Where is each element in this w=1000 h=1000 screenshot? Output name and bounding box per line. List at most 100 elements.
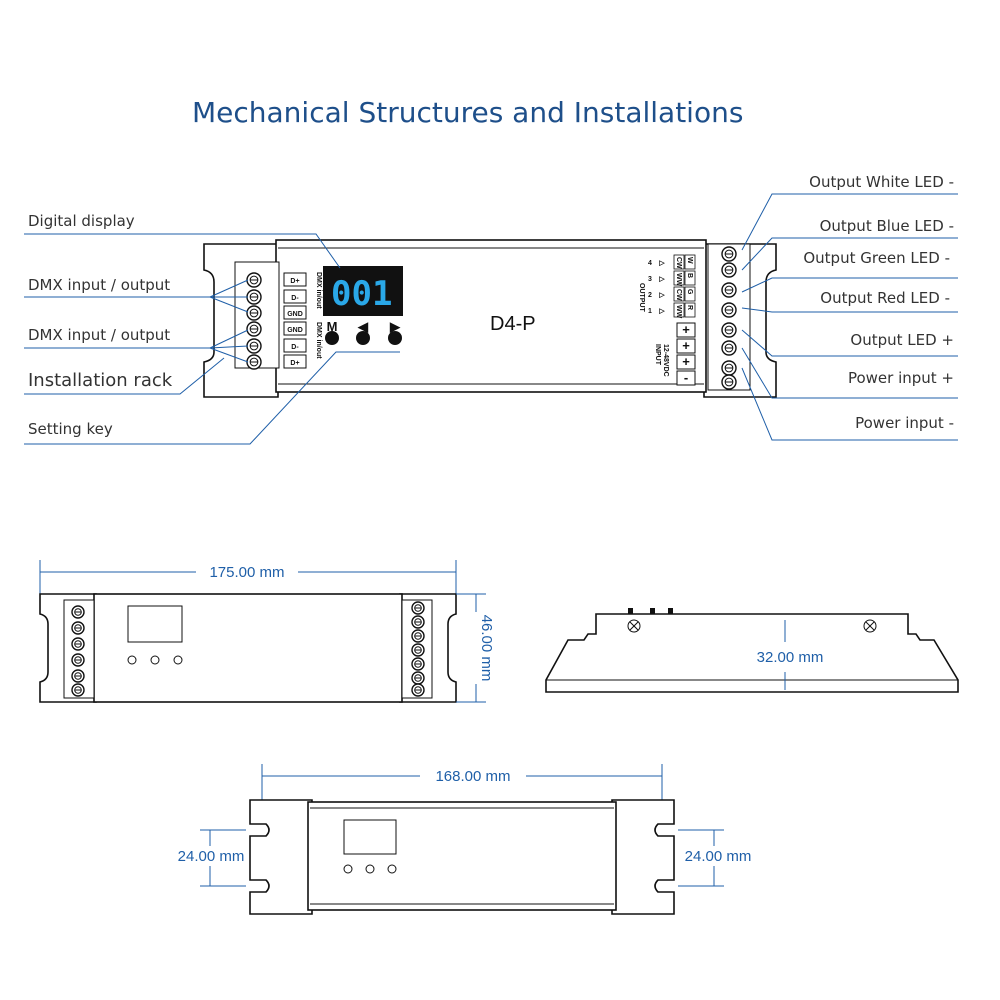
- channel-code-text: B: [686, 273, 693, 278]
- left-terminal-block: D+ D- GND GND D- D+ DMX in/out DMX in/out: [234, 261, 322, 370]
- setting-key-button[interactable]: [356, 331, 370, 345]
- terminal-screw: [71, 605, 85, 619]
- terminal-screw: [721, 282, 737, 298]
- terminal-screw: [721, 340, 737, 356]
- led-symbol-icon: ▷: [658, 308, 665, 315]
- channel-code-text: CW: [675, 257, 682, 269]
- terminal-label: D-: [283, 338, 307, 353]
- display-window: [127, 605, 183, 643]
- channel-code: W: [684, 254, 696, 270]
- right-terminal-block: [707, 243, 751, 391]
- terminal-screw: [71, 653, 85, 667]
- terminal-label: D+: [283, 354, 307, 369]
- terminal-text: GND: [287, 327, 303, 334]
- terminal-text: D-: [291, 295, 299, 302]
- led-symbol-icon: ▷: [658, 276, 665, 283]
- mounting-view: 168.00 mm 24.00 mm 24.00 mm: [178, 764, 752, 915]
- channel-code: WW: [673, 270, 685, 287]
- terminal-label: +: [676, 354, 696, 370]
- terminal-screw: [246, 338, 262, 354]
- terminal-label: +: [676, 322, 696, 338]
- terminal-text: GND: [287, 311, 303, 318]
- terminal-screw: [246, 321, 262, 337]
- input-voltage-label: 12-48VDC: [662, 344, 669, 377]
- terminal-text: +: [682, 322, 690, 337]
- terminal-screw: [246, 272, 262, 288]
- controller-top-view: D+ D- GND GND D- D+ DMX in/out DMX in/out 001…: [203, 239, 777, 398]
- digital-display: [323, 266, 403, 316]
- terminal-screw: [721, 322, 737, 338]
- terminal-screw: [246, 305, 262, 321]
- channel-code: CW: [673, 286, 685, 302]
- terminal-label: +: [676, 338, 696, 354]
- dim-width: 46.00 mm: [478, 615, 495, 682]
- dim-height: 32.00 mm: [757, 649, 824, 666]
- terminal-screw: [411, 615, 425, 629]
- left-callouts: Digital display DMX input / output DMX i…: [24, 212, 400, 445]
- page-title: Mechanical Structures and Installations: [192, 96, 743, 129]
- callout-white: Output White LED -: [809, 173, 954, 191]
- terminal-label: GND: [283, 321, 307, 336]
- terminal-screw: [411, 683, 425, 697]
- right-callouts: Output White LED - Output Blue LED - Out…: [741, 173, 958, 441]
- channel-code-text: CW: [675, 289, 682, 301]
- terminal-text: D+: [290, 278, 299, 285]
- callout-blue: Output Blue LED -: [820, 217, 954, 235]
- terminal-text: +: [682, 354, 690, 369]
- terminal-label: D+: [283, 272, 307, 287]
- model-label: D4-P: [490, 313, 536, 335]
- dmx-label-2: DMX in/out: [315, 322, 322, 359]
- terminal-screw: [71, 621, 85, 635]
- channel-code-text: G: [686, 289, 693, 295]
- terminal-text: -: [684, 370, 688, 385]
- button-label: M: [327, 319, 338, 334]
- terminal-screw: [71, 669, 85, 683]
- callout-power-plus: Power input +: [848, 369, 954, 387]
- side-profile-view: 32.00 mm: [545, 608, 959, 693]
- terminal-label: GND: [283, 305, 307, 320]
- output-label: OUTPUT: [638, 283, 645, 313]
- terminal-label: -: [676, 370, 696, 386]
- display-value: 001: [331, 274, 392, 314]
- channel-number: 1: [648, 308, 652, 315]
- setting-key-button[interactable]: [325, 331, 339, 345]
- terminal-screw: [721, 360, 737, 376]
- channel-code: WW: [673, 302, 685, 319]
- terminal-screw: [246, 289, 262, 305]
- callout-digital-display: Digital display: [28, 212, 135, 230]
- terminal-screw: [721, 302, 737, 318]
- callout-green: Output Green LED -: [803, 249, 950, 267]
- led-symbol-icon: ▷: [658, 260, 665, 267]
- dmx-label-1: DMX in/out: [315, 272, 322, 309]
- terminal-text: +: [682, 338, 690, 353]
- channel-code-text: WW: [675, 305, 682, 319]
- terminal-screw: [411, 657, 425, 671]
- terminal-text: D-: [291, 344, 299, 351]
- channel-number: 4: [648, 260, 652, 267]
- terminal-screw: [721, 374, 737, 390]
- setting-key-button[interactable]: [388, 331, 402, 345]
- terminal-screw: [411, 671, 425, 685]
- input-label: INPUT: [654, 344, 661, 366]
- button-label: ◀: [357, 319, 369, 334]
- led-symbol-icon: ▷: [658, 292, 665, 299]
- callout-dmx-2: DMX input / output: [28, 326, 170, 344]
- terminal-screw: [411, 643, 425, 657]
- terminal-screw: [71, 683, 85, 697]
- channel-code-text: R: [686, 305, 693, 310]
- terminal-screw: [721, 246, 737, 262]
- callout-dmx-1: DMX input / output: [28, 276, 170, 294]
- channel-number: 3: [648, 276, 652, 283]
- channel-code: G: [684, 286, 696, 302]
- channel-code: B: [684, 270, 696, 286]
- channel-code: CW: [673, 254, 685, 270]
- callout-led-plus: Output LED +: [850, 331, 954, 349]
- dim-slot-right: 24.00 mm: [685, 848, 752, 865]
- callout-setting-key: Setting key: [28, 420, 113, 438]
- callout-power-minus: Power input -: [855, 414, 954, 432]
- terminal-screw: [721, 262, 737, 278]
- setting-keys: M ◀ ▶: [325, 319, 402, 345]
- terminal-screw: [411, 629, 425, 643]
- button-label: ▶: [389, 319, 401, 334]
- terminal-screw: [246, 354, 262, 370]
